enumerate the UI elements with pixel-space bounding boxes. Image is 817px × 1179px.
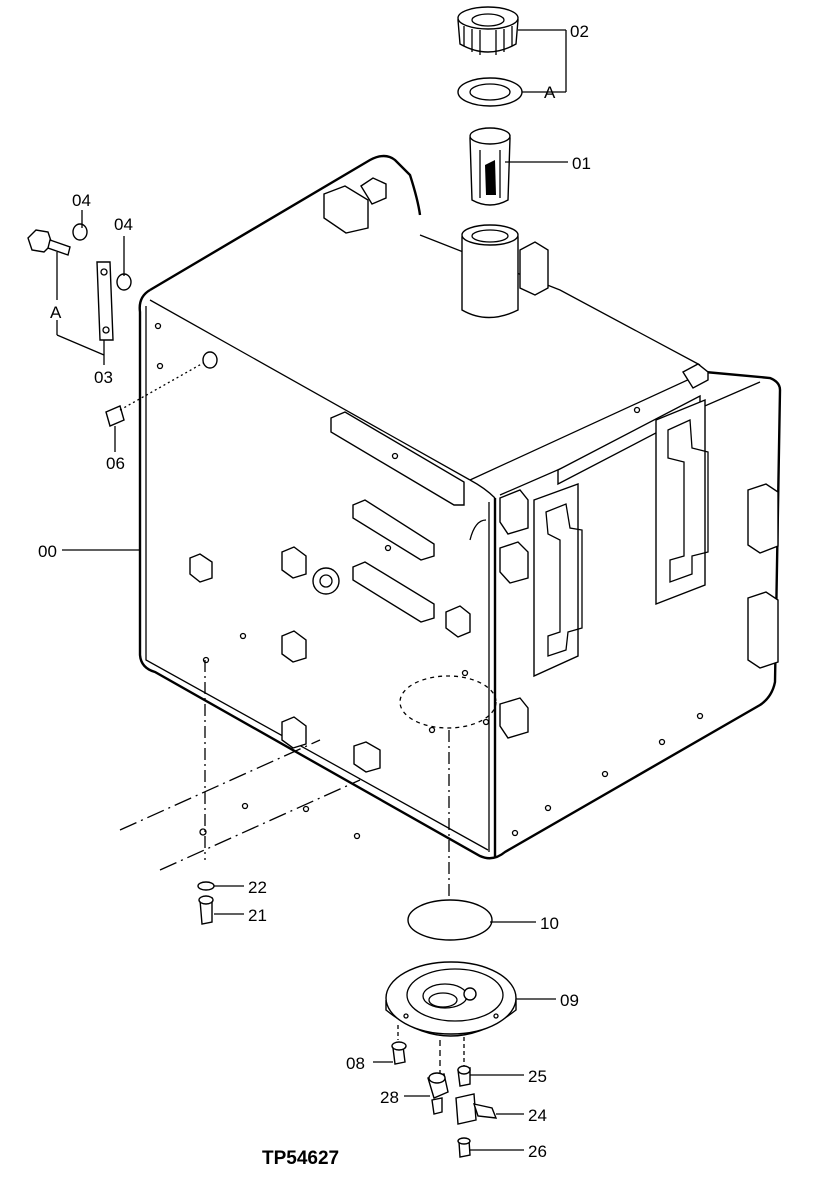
figure-code: TP54627 — [262, 1148, 339, 1169]
callout-02: 02 — [570, 22, 589, 41]
plug-part-06 — [105, 351, 218, 427]
filler-cap-part-02 — [457, 6, 519, 55]
strainer-part-01 — [469, 127, 511, 206]
cap-gasket-ring — [457, 77, 523, 107]
callout-10: 10 — [540, 914, 559, 933]
tank-brackets — [189, 177, 709, 773]
callout-ref-a-top: A — [544, 83, 556, 102]
callout-09: 09 — [560, 991, 579, 1010]
callout-22: 22 — [248, 878, 267, 897]
bracket-bolt-assembly — [27, 223, 132, 341]
callout-21: 21 — [248, 906, 267, 925]
callout-04-left: 04 — [72, 191, 91, 210]
cover-plate-part-09 — [385, 961, 517, 1037]
packing-part-10 — [407, 899, 493, 941]
callout-06: 06 — [106, 454, 125, 473]
callout-26: 26 — [528, 1142, 547, 1161]
callout-08: 08 — [346, 1054, 365, 1073]
bottom-opening-phantom — [119, 660, 497, 1080]
filler-neck — [461, 224, 519, 319]
callout-28: 28 — [380, 1088, 399, 1107]
callout-04-right: 04 — [114, 215, 133, 234]
tank-side-handles — [533, 398, 779, 678]
callout-00: 00 — [38, 542, 57, 561]
callout-ref-a-left: A — [50, 303, 62, 322]
mounting-holes — [154, 322, 704, 840]
leader-lines — [56, 29, 568, 1151]
callout-01: 01 — [572, 154, 591, 173]
callout-03: 03 — [94, 368, 113, 387]
drain-fittings — [197, 881, 498, 1158]
callout-25: 25 — [528, 1067, 547, 1086]
callout-24: 24 — [528, 1106, 547, 1125]
